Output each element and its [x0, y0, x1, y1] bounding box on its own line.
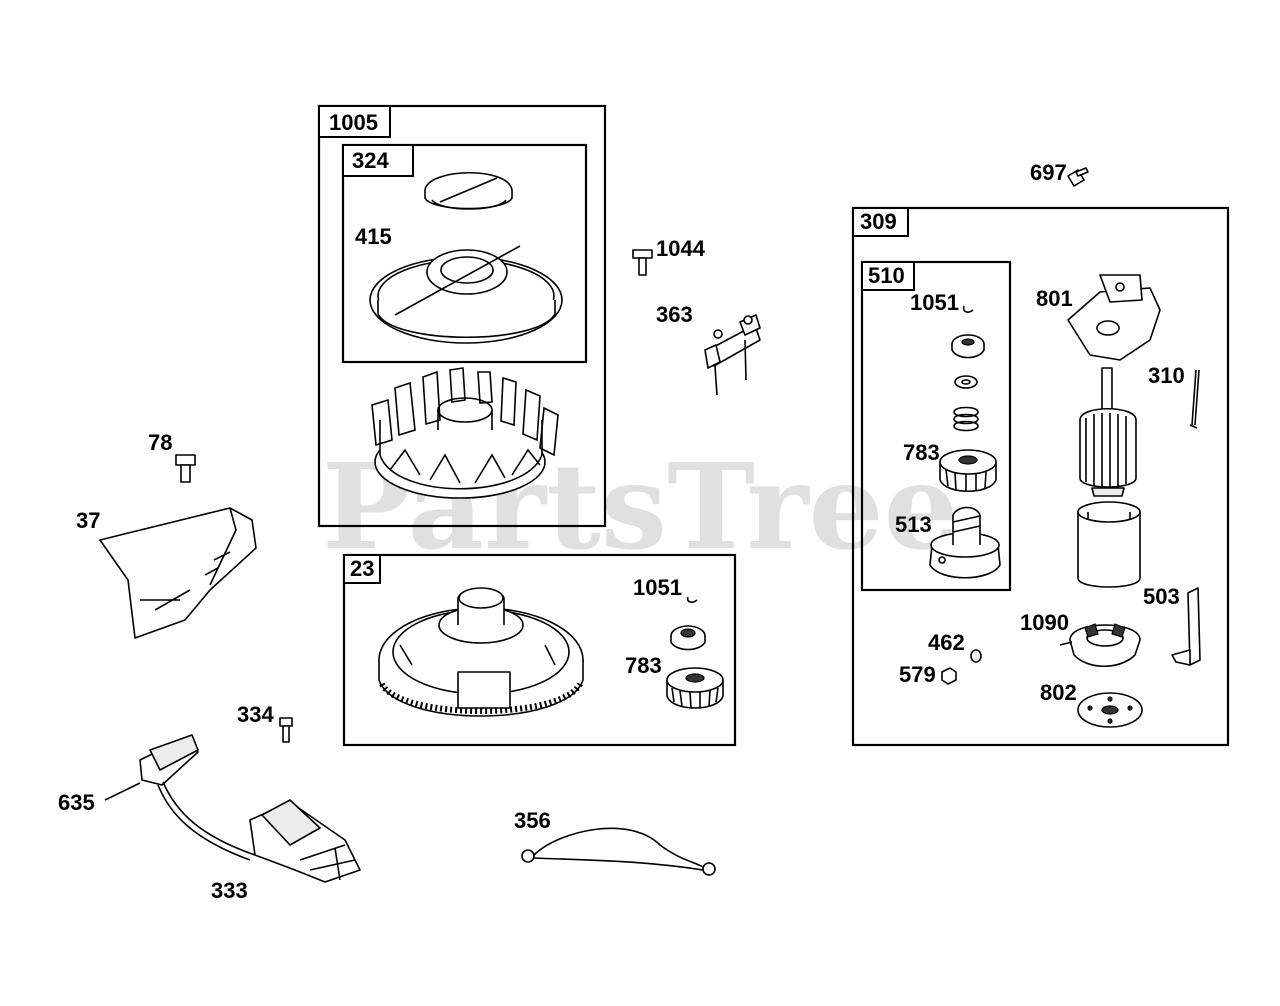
group-1005-tag	[318, 105, 391, 138]
part-333-label: 333	[211, 878, 248, 903]
group-23-tag	[343, 554, 381, 584]
group-324-tag	[342, 144, 414, 177]
group-23-label: 23	[350, 556, 374, 581]
end-cap-801[interactable]	[1067, 274, 1161, 361]
part-415-label: 415	[355, 224, 392, 249]
part-801-label: 801	[1036, 286, 1073, 311]
part-503-label: 503	[1143, 584, 1180, 609]
part-462-label: 462	[928, 630, 965, 655]
group-324-label: 324	[352, 148, 389, 173]
part-363-label: 363	[656, 302, 693, 327]
group-510-tag	[861, 261, 915, 291]
part-1090-label: 1090	[1020, 610, 1069, 635]
fan-cover-part[interactable]	[369, 245, 563, 344]
part-334-label: 334	[237, 702, 274, 727]
ignition-coil-333[interactable]	[249, 799, 361, 883]
screw-334[interactable]	[279, 717, 293, 743]
group-510-label: 510	[868, 263, 905, 288]
group-23-frame	[342, 553, 737, 747]
flywheel-fan-part[interactable]	[371, 367, 559, 499]
group-309-label: 309	[860, 209, 897, 234]
part-513-label: 513	[895, 512, 932, 537]
screw-1044[interactable]	[632, 249, 653, 276]
plate-802[interactable]	[1077, 692, 1143, 728]
group-1005-frame	[317, 104, 607, 528]
bracket-503[interactable]	[1171, 587, 1201, 666]
part-1051-label-b: 1051	[910, 290, 959, 315]
part-697-label: 697	[1030, 160, 1067, 185]
group-510-frame	[860, 260, 1012, 592]
part-783-label-b: 783	[903, 440, 940, 465]
washer-part-a[interactable]	[670, 625, 706, 651]
ground-wire-356[interactable]	[521, 827, 716, 876]
spark-plug-boot-635[interactable]	[139, 734, 256, 861]
part-1051-label-a: 1051	[633, 575, 682, 600]
washer-462[interactable]	[970, 649, 982, 663]
group-324-frame	[341, 143, 588, 364]
part-310-label: 310	[1148, 363, 1185, 388]
group-23: 23 1051 783	[342, 553, 737, 747]
spring-part[interactable]	[953, 406, 979, 432]
bolt-78[interactable]	[175, 454, 196, 483]
group-1005-label: 1005	[329, 110, 378, 135]
pinion-gear-part-b[interactable]	[939, 449, 997, 492]
washer-part-b[interactable]	[951, 334, 985, 359]
cap-part[interactable]	[424, 171, 513, 210]
leader-635	[104, 782, 141, 801]
part-802-label: 802	[1040, 680, 1077, 705]
bolt-697[interactable]	[1067, 167, 1089, 187]
brush-holder-1090[interactable]	[1059, 623, 1141, 667]
motor-housing-part[interactable]	[1077, 501, 1141, 588]
snap-ring-1051b[interactable]	[962, 305, 974, 313]
group-309-frame	[851, 206, 1230, 747]
group-309-tag	[852, 207, 909, 237]
part-783-label-a: 783	[625, 653, 662, 678]
part-37-label: 37	[76, 508, 100, 533]
part-1044-label: 1044	[656, 236, 706, 261]
group-309: 309 510 1051 783 513	[851, 206, 1230, 747]
flywheel-part[interactable]	[378, 587, 584, 717]
part-78-label: 78	[148, 430, 172, 455]
group-1005: 1005 324 415	[317, 104, 607, 528]
pinion-gear-part-a[interactable]	[666, 667, 724, 709]
part-579-label: 579	[899, 662, 936, 687]
part-356-label: 356	[514, 808, 551, 833]
bracket-363[interactable]	[704, 314, 761, 396]
snap-ring-1051a[interactable]	[686, 596, 698, 603]
part-635-label: 635	[58, 790, 95, 815]
nut-579[interactable]	[941, 667, 957, 685]
flat-washer-part[interactable]	[954, 375, 978, 389]
armature-part[interactable]	[1079, 367, 1137, 497]
shield-37[interactable]	[99, 507, 257, 639]
through-bolt-310[interactable]	[1189, 369, 1200, 429]
drive-housing-513[interactable]	[929, 506, 1001, 579]
